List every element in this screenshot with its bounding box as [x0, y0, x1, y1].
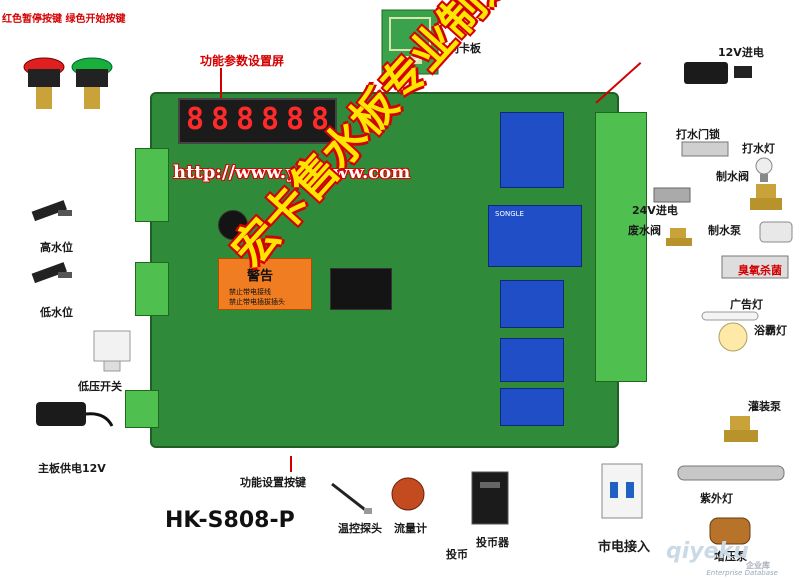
waste-valve-label: 废水阀 — [628, 224, 661, 237]
relay-3 — [500, 280, 564, 328]
func-buttons-label: 功能设置按键 — [240, 476, 306, 489]
water-lock-label: 打水门锁 — [676, 128, 720, 141]
uv-lamp-icon — [676, 462, 786, 488]
make-water-valve-label: 制水阀 — [716, 170, 749, 183]
door-lock-icon — [680, 140, 730, 162]
site-logo: qiyeku 企业库 — [666, 539, 770, 571]
logo-tag: Enterprise Database — [706, 569, 778, 577]
low-level-label: 低水位 — [40, 306, 73, 319]
model-number: HK-S808-P — [165, 508, 295, 533]
low-level-float-icon — [28, 262, 78, 306]
url-text: http://www.yktwww.com — [173, 162, 411, 183]
display-screen-label: 功能参数设置屏 — [200, 54, 285, 68]
flow-meter-label: 流量计 — [394, 522, 427, 535]
display-digit: 8 — [260, 102, 280, 137]
red-pause-button-icon — [22, 55, 66, 119]
city-power-label: 市电接入 — [598, 540, 651, 555]
uv-light-label: 紫外灯 — [700, 492, 733, 505]
card-reader-label: 刷卡板 — [448, 42, 481, 55]
warning-title: 警告 — [247, 269, 274, 284]
relay-1 — [500, 112, 564, 188]
high-level-label: 高水位 — [40, 241, 73, 254]
terminal-block-left-2 — [135, 262, 169, 316]
warning-line2: 禁止带电插拔插头 — [229, 298, 285, 306]
pointer-line — [220, 68, 222, 98]
booster-pump-icon — [706, 512, 756, 556]
fill-pump-icon — [720, 414, 764, 450]
make-water-pump-label: 制水泵 — [708, 224, 741, 237]
display-digit: 8 — [210, 102, 230, 137]
high-level-float-icon — [28, 200, 78, 244]
booster-pump-label: 增压泵 — [714, 550, 747, 563]
terminal-block-right — [595, 112, 647, 382]
relay-4 — [500, 338, 564, 382]
terminal-block-left-1 — [135, 148, 169, 222]
in-24v-label: 24V进电 — [632, 204, 678, 217]
display-digit: 8 — [285, 102, 305, 137]
logo-sub: 企业库 — [746, 561, 770, 570]
low-pressure-switch-icon — [88, 325, 138, 379]
relay-2: SONGLE — [488, 205, 582, 267]
power-12v-label: 12V进电 — [718, 46, 764, 59]
display-digit: 8 — [235, 102, 255, 137]
buttons-title: 红色暂停按键 绿色开始按键 — [2, 14, 126, 25]
green-start-button-icon — [70, 55, 114, 119]
parameter-display: 8 8 8 8 8 8 — [178, 98, 337, 144]
ad-light-icon — [700, 308, 760, 327]
display-digit: 8 — [185, 102, 205, 137]
psu-24v-icon — [652, 186, 692, 208]
relay-5 — [500, 388, 564, 426]
logo-text: qiyeku — [666, 539, 749, 564]
ad-light-label: 广告灯 — [730, 298, 763, 311]
terminal-block-left-3 — [125, 390, 159, 428]
mcu-chip — [330, 268, 392, 310]
fill-pump-label: 灌装泵 — [748, 400, 781, 413]
water-light-icon — [752, 156, 776, 188]
warning-line1: 禁止带电接线 — [229, 288, 271, 296]
circuit-breaker-icon — [600, 462, 644, 524]
ozone-label: 臭氧杀菌 — [738, 264, 782, 277]
coin-short-label: 投币 — [446, 548, 468, 561]
coin-acceptor-label: 投币器 — [476, 536, 509, 549]
water-light-label: 打水灯 — [742, 142, 775, 155]
card-reader-icon — [380, 8, 440, 80]
ozone-device-icon — [720, 252, 790, 286]
card-reader-brand: 宏卡电子 — [396, 57, 421, 64]
temp-probe-label: 温控探头 — [338, 522, 382, 535]
coin-acceptor-icon — [468, 470, 512, 530]
display-digit: 8 — [310, 102, 330, 137]
flow-meter-icon — [388, 474, 428, 518]
bath-light-icon — [716, 320, 750, 358]
adapter-12v-icon — [680, 56, 760, 100]
func-buttons-pointer — [290, 456, 292, 472]
relay-brand: SONGLE — [495, 210, 524, 218]
temp-probe-icon — [328, 478, 376, 522]
bath-light-label: 浴霸灯 — [754, 324, 787, 337]
valve-icon — [748, 180, 784, 220]
warning-sticker: 警告 禁止带电接线 禁止带电插拔插头 — [218, 258, 312, 310]
board-power-label: 主板供电12V — [38, 462, 106, 475]
power-adapter-icon — [30, 392, 120, 446]
buzzer — [218, 210, 248, 240]
waste-valve-icon — [664, 226, 694, 254]
low-pressure-label: 低压开关 — [78, 380, 122, 393]
pump-icon — [756, 218, 796, 252]
